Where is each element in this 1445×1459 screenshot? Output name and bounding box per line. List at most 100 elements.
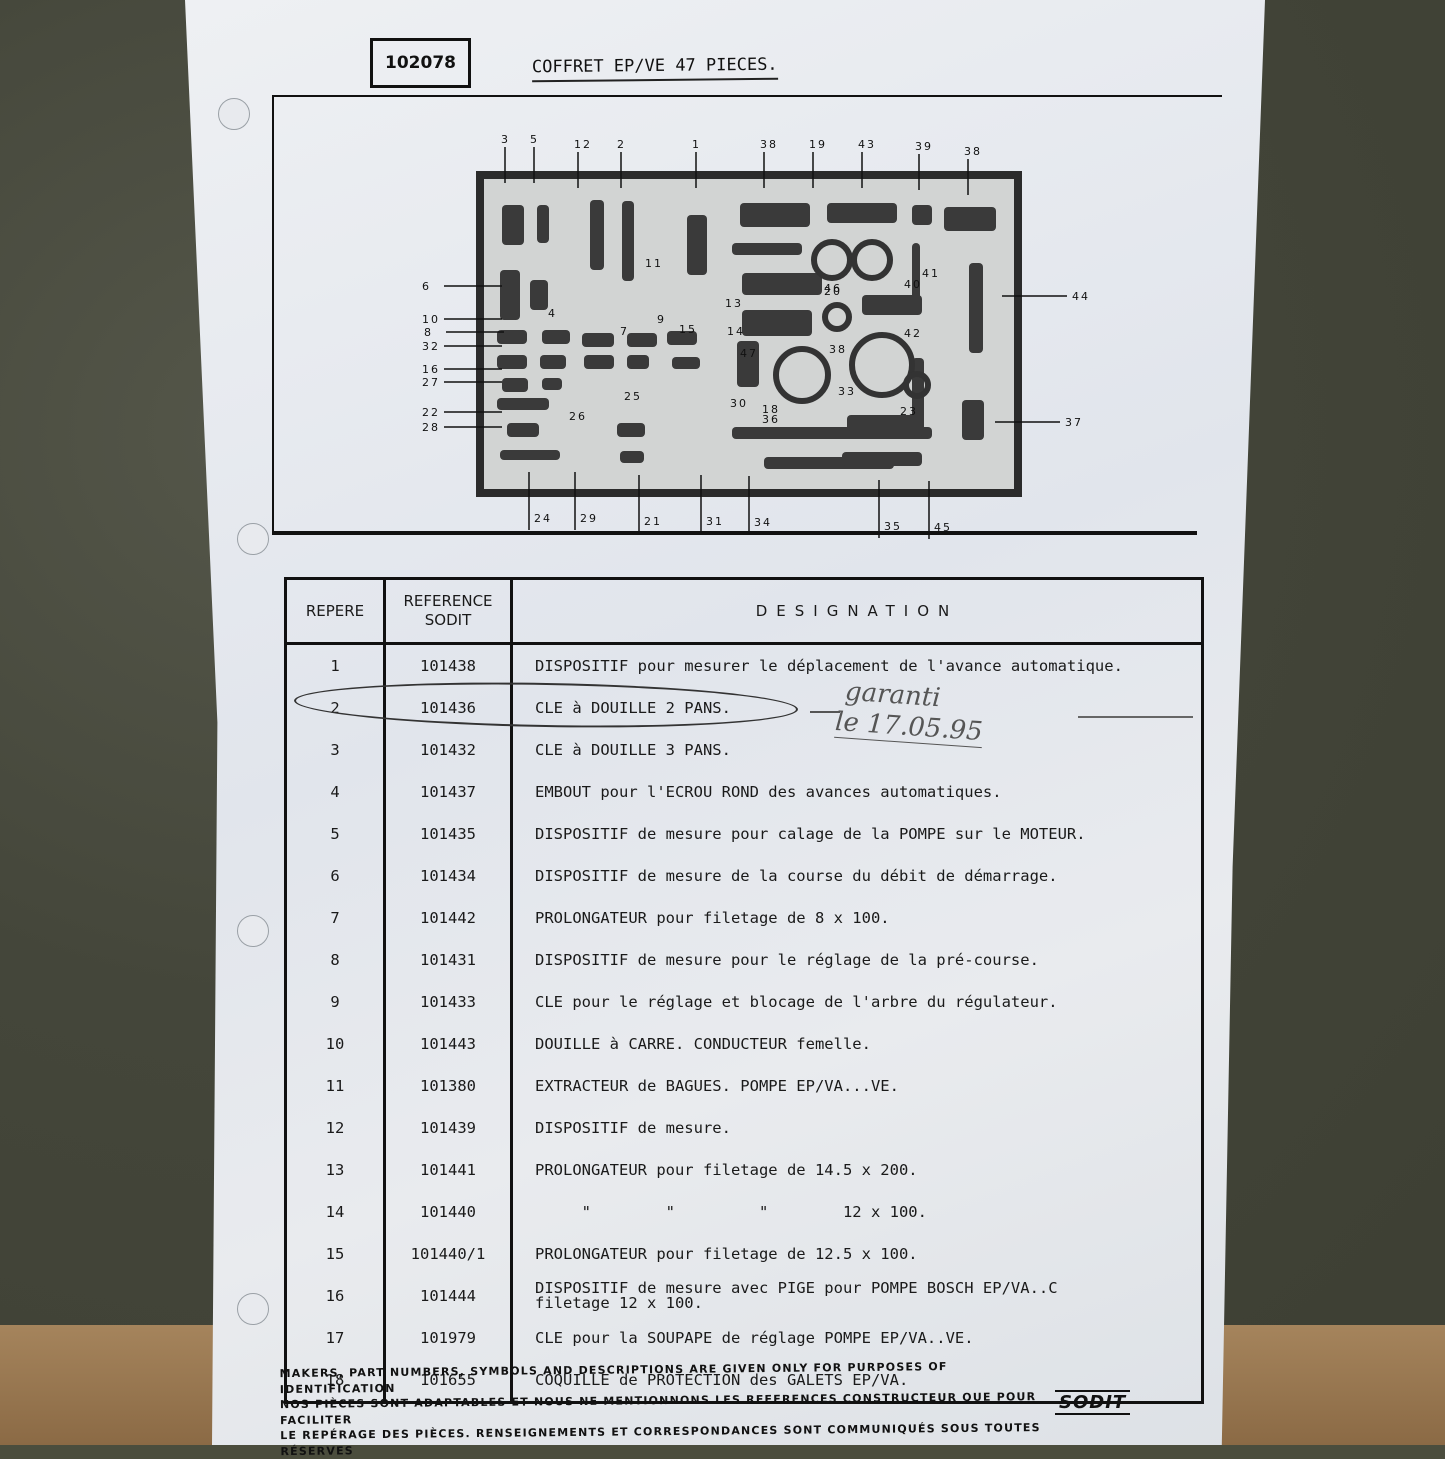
cell-ref: 101434 xyxy=(383,855,513,897)
callout-label: 20 xyxy=(824,285,842,298)
tool-silhouette xyxy=(582,333,614,347)
cell-ref: 101442 xyxy=(383,897,513,939)
callout-label: 29 xyxy=(580,512,598,525)
cell-ref: 101441 xyxy=(383,1149,513,1191)
callout-label: 46 xyxy=(824,282,842,295)
callout-label: 10 xyxy=(422,313,440,326)
cell-repere: 16 xyxy=(284,1275,386,1317)
binder-hole xyxy=(237,1293,269,1325)
tool-silhouette xyxy=(620,451,644,463)
cell-designation: DISPOSITIF de mesure de la course du déb… xyxy=(510,855,1204,897)
cell-repere: 17 xyxy=(284,1317,386,1359)
tool-silhouette xyxy=(500,450,560,460)
cell-ref: 101435 xyxy=(383,813,513,855)
cell-designation: PROLONGATEUR pour filetage de 12.5 x 100… xyxy=(510,1233,1204,1275)
tool-silhouette xyxy=(912,205,932,225)
cell-designation: CLE à DOUILLE 2 PANS. xyxy=(510,687,1204,729)
ring-tool xyxy=(851,239,893,281)
tool-silhouette xyxy=(537,205,549,243)
tool-silhouette xyxy=(497,355,527,369)
callout-label: 12 xyxy=(574,138,592,151)
callout-label: 11 xyxy=(645,257,663,270)
tool-silhouette xyxy=(540,355,566,369)
cell-ref: 101438 xyxy=(383,643,513,687)
callout-label: 41 xyxy=(922,267,940,280)
cell-ref: 101437 xyxy=(383,771,513,813)
callout-label: 27 xyxy=(422,376,440,389)
tool-silhouette xyxy=(962,400,984,440)
tool-silhouette xyxy=(497,398,549,410)
binder-hole xyxy=(237,915,269,947)
cell-repere: 1 xyxy=(284,643,386,687)
callout-label: 44 xyxy=(1072,290,1090,303)
cell-ref: 101440/1 xyxy=(383,1233,513,1275)
cell-repere: 13 xyxy=(284,1149,386,1191)
tool-silhouette xyxy=(627,355,649,369)
tool-silhouette xyxy=(542,330,570,344)
tool-silhouette xyxy=(497,330,527,344)
col-header-repere: REPERE xyxy=(284,577,386,645)
tool-silhouette xyxy=(502,205,524,245)
cell-designation: DOUILLE à CARRE. CONDUCTEUR femelle. xyxy=(510,1023,1204,1065)
tool-silhouette xyxy=(732,243,802,255)
tool-silhouette xyxy=(742,273,822,295)
callout-label: 16 xyxy=(422,363,440,376)
ring-tool xyxy=(811,239,853,281)
cell-ref: 101440 xyxy=(383,1191,513,1233)
col-header-designation: DESIGNATION xyxy=(510,577,1204,645)
callout-label: 25 xyxy=(624,390,642,403)
tool-silhouette xyxy=(672,357,700,369)
callout-label: 18 xyxy=(762,403,780,416)
cell-repere: 14 xyxy=(284,1191,386,1233)
cell-ref: 101439 xyxy=(383,1107,513,1149)
cell-designation: DISPOSITIF de mesure. xyxy=(510,1107,1204,1149)
tool-silhouette xyxy=(742,310,812,336)
callout-label: 23 xyxy=(900,405,918,418)
cell-repere: 15 xyxy=(284,1233,386,1275)
tool-silhouette xyxy=(584,355,614,369)
diagram-frame xyxy=(272,95,1222,535)
tool-silhouette xyxy=(667,331,697,345)
cell-repere: 18 xyxy=(284,1359,386,1403)
callout-label: 7 xyxy=(620,325,629,338)
cell-designation: PROLONGATEUR pour filetage de 8 x 100. xyxy=(510,897,1204,939)
tool-silhouette xyxy=(500,270,520,320)
callout-label: 38 xyxy=(760,138,778,151)
tool-silhouette xyxy=(542,378,562,390)
callout-label: 4 xyxy=(548,307,557,320)
callout-label: 31 xyxy=(706,515,724,528)
callout-label: 36 xyxy=(762,413,780,426)
tool-silhouette xyxy=(969,263,983,353)
sodit-logo: SODIT xyxy=(1055,1390,1131,1415)
ring-tool xyxy=(849,332,915,398)
tool-silhouette xyxy=(622,201,634,281)
cell-repere: 9 xyxy=(284,981,386,1023)
callout-label: 45 xyxy=(934,521,952,534)
callout-label: 42 xyxy=(904,327,922,340)
cell-ref: 101380 xyxy=(383,1065,513,1107)
cell-repere: 12 xyxy=(284,1107,386,1149)
tool-silhouette xyxy=(530,280,548,310)
callout-label: 22 xyxy=(422,406,440,419)
cell-designation: COQUILLE de PROTECTION des GALETS EP/VA. xyxy=(510,1359,1204,1403)
cell-ref: 101431 xyxy=(383,939,513,981)
tool-silhouette xyxy=(842,452,922,466)
cell-repere: 5 xyxy=(284,813,386,855)
cell-designation: CLE à DOUILLE 3 PANS. xyxy=(510,729,1204,771)
callout-label: 43 xyxy=(858,138,876,151)
document-title: COFFRET EP/VE 47 PIECES. xyxy=(531,54,778,83)
cell-ref: 101979 xyxy=(383,1317,513,1359)
callout-label: 47 xyxy=(740,347,758,360)
tool-silhouette xyxy=(737,341,759,387)
callout-label: 15 xyxy=(679,323,697,336)
tool-silhouette xyxy=(862,295,922,315)
tool-silhouette xyxy=(944,207,996,231)
